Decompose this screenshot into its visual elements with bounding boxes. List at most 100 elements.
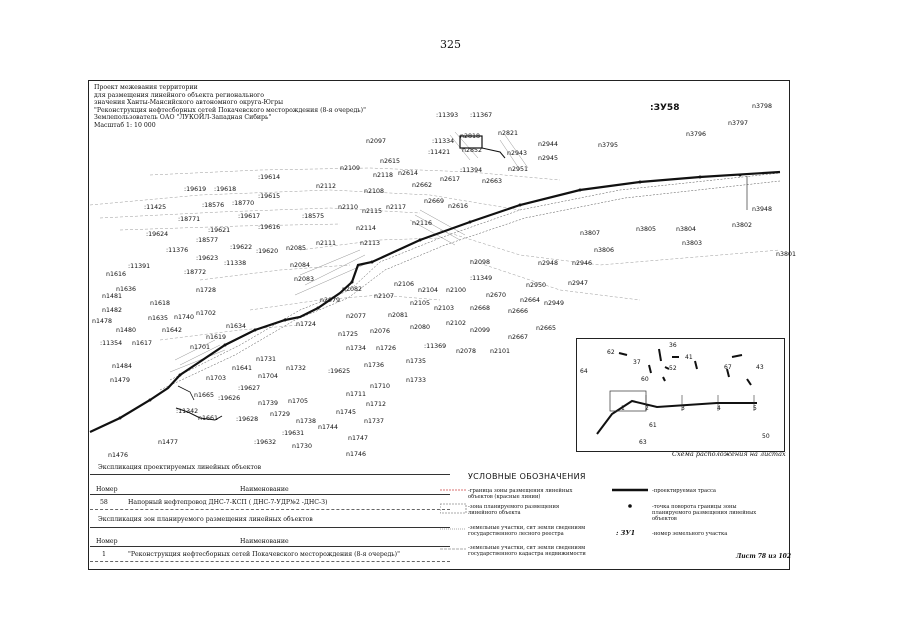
parcel-label: :19632 bbox=[254, 439, 277, 446]
table-cell: Напорный нефтепровод ДНС-7-КСП ( ДНС-7-У… bbox=[128, 499, 328, 506]
point-label: n1704 bbox=[258, 373, 279, 380]
point-label: n2107 bbox=[374, 293, 395, 300]
parcel-label: :19620 bbox=[256, 248, 279, 255]
point-label: n1480 bbox=[116, 327, 137, 334]
point-label: n1729 bbox=[270, 411, 291, 418]
inset-sheet-number: 37 bbox=[633, 359, 641, 366]
point-label: n1619 bbox=[206, 334, 227, 341]
parcel-number-label: :ЗУ58 bbox=[650, 103, 680, 113]
explication-title: Экспликация проектируемых линейных объек… bbox=[98, 464, 262, 471]
point-label: n2617 bbox=[440, 176, 461, 183]
point-label: n1616 bbox=[106, 271, 127, 278]
point-label: n2669 bbox=[424, 198, 445, 205]
point-label: n1665 bbox=[194, 392, 215, 399]
table-rule bbox=[90, 546, 450, 547]
parcel-label: :19616 bbox=[258, 224, 281, 231]
point-label: n1736 bbox=[364, 362, 385, 369]
point-label: n2945 bbox=[538, 155, 559, 162]
parcel-label: :19625 bbox=[328, 368, 351, 375]
parcel-label: :19628 bbox=[236, 416, 259, 423]
header-line: Землепользователь ОАО "ЛУКОЙЛ-Западная С… bbox=[94, 114, 272, 122]
point-label: n3804 bbox=[676, 226, 697, 233]
explication-title: Экспликация зон планируемого размещения … bbox=[98, 516, 313, 523]
point-label: n2821 bbox=[498, 130, 519, 137]
point-label: n2106 bbox=[394, 281, 415, 288]
parcel-label: :11367 bbox=[470, 112, 493, 119]
point-label: n1710 bbox=[370, 383, 391, 390]
parcel-label: :11393 bbox=[436, 112, 459, 119]
map-sheet bbox=[88, 80, 790, 570]
point-label: n2099 bbox=[470, 327, 491, 334]
parcel-label: :11421 bbox=[428, 149, 451, 156]
point-label: n2100 bbox=[446, 287, 467, 294]
point-label: n1641 bbox=[232, 365, 253, 372]
inset-sheet-number: 2 bbox=[645, 405, 649, 412]
point-label: n2949 bbox=[544, 300, 565, 307]
inset-caption: Схема расположения на листах bbox=[672, 450, 786, 458]
point-label: n1481 bbox=[102, 293, 123, 300]
point-label: n2098 bbox=[470, 259, 491, 266]
parcel-label: :19621 bbox=[208, 227, 231, 234]
point-label: n2104 bbox=[418, 287, 439, 294]
map-header: Проект межевания территории для размещен… bbox=[94, 84, 366, 130]
point-label: n1482 bbox=[102, 307, 123, 314]
table-rule bbox=[90, 474, 450, 475]
parcel-label: :19618 bbox=[214, 186, 237, 193]
parcel-label: :19624 bbox=[146, 231, 169, 238]
parcel-label: :11349 bbox=[470, 275, 493, 282]
point-label: n2076 bbox=[370, 328, 391, 335]
point-label: n1634 bbox=[226, 323, 247, 330]
point-label: n2079 bbox=[320, 297, 341, 304]
parcel-label: :11425 bbox=[144, 204, 167, 211]
point-label: n2109 bbox=[340, 165, 361, 172]
point-label: n2097 bbox=[366, 138, 387, 145]
point-label: n1703 bbox=[206, 375, 227, 382]
inset-sheet-number: 52 bbox=[669, 365, 677, 372]
point-label: n3807 bbox=[580, 230, 601, 237]
point-label: n1725 bbox=[338, 331, 359, 338]
point-label: n2818 bbox=[460, 133, 481, 140]
point-label: n2664 bbox=[520, 297, 541, 304]
legend-symbols-right bbox=[612, 488, 648, 508]
column-header: Наименование bbox=[240, 486, 289, 493]
point-label: n2943 bbox=[507, 150, 528, 157]
point-label: n2077 bbox=[346, 313, 367, 320]
point-label: n2944 bbox=[538, 141, 559, 148]
point-label: n2114 bbox=[356, 225, 377, 232]
point-label: n1728 bbox=[196, 287, 217, 294]
inset-drawing bbox=[596, 348, 757, 435]
point-label: n2670 bbox=[486, 292, 507, 299]
point-label: n1737 bbox=[364, 418, 385, 425]
column-header: Номер bbox=[96, 538, 118, 545]
point-label: n2116 bbox=[412, 220, 433, 227]
parcel-label: :19622 bbox=[230, 244, 253, 251]
point-label: n1739 bbox=[258, 400, 279, 407]
point-label: n1702 bbox=[196, 310, 217, 317]
parcel-label: :19617 bbox=[238, 213, 261, 220]
legend-item: -точка поворота границы зоны планируемог… bbox=[652, 504, 757, 522]
point-label: n2852 bbox=[462, 147, 483, 154]
point-label: n1477 bbox=[158, 439, 179, 446]
point-label: n1733 bbox=[406, 377, 427, 384]
table-cell: "Реконструкция нефтесборных сетей Покаче… bbox=[128, 551, 400, 558]
point-label: n2080 bbox=[410, 324, 431, 331]
legend-item: -земельные участки, сит земли сведениям … bbox=[468, 525, 586, 537]
point-label: n2615 bbox=[380, 158, 401, 165]
point-label: n2105 bbox=[410, 300, 431, 307]
point-label: n2102 bbox=[446, 320, 467, 327]
point-label: n1730 bbox=[292, 443, 313, 450]
inset-sheet-number: 60 bbox=[641, 376, 649, 383]
point-label: n2083 bbox=[294, 276, 315, 283]
parcel-label: :19614 bbox=[258, 174, 281, 181]
point-label: n2616 bbox=[448, 203, 469, 210]
parcel-label: :18576 bbox=[202, 202, 225, 209]
parcel-label: :18772 bbox=[184, 269, 207, 276]
point-label: n1738 bbox=[296, 418, 317, 425]
point-label: n1484 bbox=[112, 363, 133, 370]
point-label: n3801 bbox=[776, 251, 797, 258]
parcel-label: :18771 bbox=[178, 216, 201, 223]
point-label: n2084 bbox=[290, 262, 311, 269]
point-label: n1701 bbox=[190, 344, 211, 351]
header-line: значения Ханты-Мансийского автономного о… bbox=[94, 99, 284, 107]
